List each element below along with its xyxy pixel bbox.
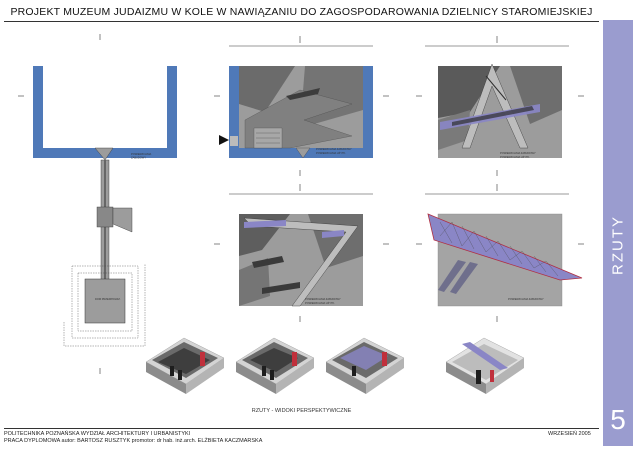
sheet-number: 5: [610, 404, 626, 435]
side-panel: RZUTY 5: [603, 20, 633, 446]
footer-institution: POLITECHNIKA POZNAŃSKA WYDZIAŁ ARCHITEKT…: [4, 431, 191, 437]
svg-text:POWIERZCHNIA UŻYTK.: POWIERZCHNIA UŻYTK.: [500, 154, 530, 159]
perspective-view-3: [325, 337, 405, 394]
svg-text:POWIERZCHNIA ZABUDOWY: POWIERZCHNIA ZABUDOWY: [305, 297, 341, 301]
plan-level-1: POWIERZCHNIA ZABUDOWY POWIERZCHNIA UŻYTK…: [214, 36, 389, 176]
svg-text:POWIERZCHNIA UŻYTK.: POWIERZCHNIA UŻYTK.: [316, 150, 346, 155]
plan-level-0: POWIERZCHNIA ZABUDOWY DOM PRZEDPOGRZ.: [18, 34, 177, 374]
footer-date: WRZESIEŃ 2005: [548, 431, 591, 437]
svg-text:POWIERZCHNIA: POWIERZCHNIA: [131, 152, 151, 156]
plan-level-3: POWIERZCHNIA ZABUDOWY POWIERZCHNIA UŻYTK…: [214, 184, 389, 322]
perspective-view-4: [445, 337, 525, 394]
section-label: RZUTY: [609, 215, 627, 275]
top-divider: [4, 21, 599, 22]
svg-text:POWIERZCHNIA ZABUDOWY: POWIERZCHNIA ZABUDOWY: [316, 147, 352, 151]
svg-text:POWIERZCHNIA UŻYTK.: POWIERZCHNIA UŻYTK.: [305, 300, 335, 305]
plan-roof: POWIERZCHNIA ZABUDOWY: [416, 184, 584, 322]
plans-drawing: POWIERZCHNIA ZABUDOWY DOM PRZEDPOGRZ. PO…: [18, 34, 584, 394]
perspective-view-1: [145, 337, 225, 394]
svg-text:ZABUDOWY: ZABUDOWY: [131, 156, 146, 160]
bottom-divider: [4, 428, 599, 429]
plan-level-2: POWIERZCHNIA ZABUDOWY POWIERZCHNIA UŻYTK…: [416, 36, 584, 176]
svg-text:POWIERZCHNIA ZABUDOWY: POWIERZCHNIA ZABUDOWY: [500, 151, 536, 155]
perspective-caption: RZUTY - WIDOKI PERSPEKTYWICZNE: [251, 408, 352, 414]
perspective-view-2: [235, 337, 315, 394]
svg-text:DOM PRZEDPOGRZ.: DOM PRZEDPOGRZ.: [95, 297, 121, 301]
sheet-title: PROJEKT MUZEUM JUDAIZMU W KOLE W NAWIĄZA…: [10, 6, 593, 18]
svg-text:POWIERZCHNIA ZABUDOWY: POWIERZCHNIA ZABUDOWY: [508, 297, 544, 301]
footer-authors: PRACA DYPLOMOWA autor: BARTOSZ RUSZTYK p…: [4, 438, 263, 444]
